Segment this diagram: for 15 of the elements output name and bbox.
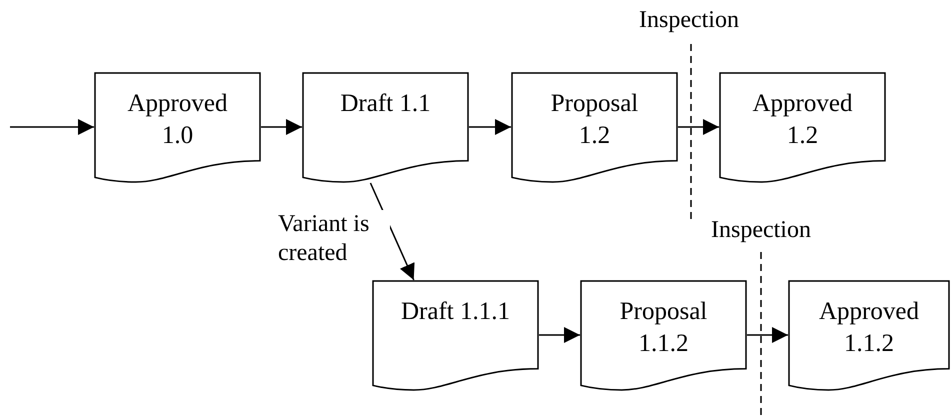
arrow: [747, 327, 788, 343]
arrow: [539, 327, 580, 343]
node-label: Draft 1.1.1: [400, 297, 511, 327]
node-label: Draft 1.1: [339, 89, 432, 119]
inspection-label: Inspection: [639, 7, 739, 33]
node-label: Approved 1.1.2: [818, 297, 920, 359]
arrow: [469, 119, 511, 135]
node-label: Proposal 1.1.2: [618, 297, 708, 359]
arrow: [678, 119, 719, 135]
node-label: Proposal 1.2: [550, 89, 640, 151]
arrow: [10, 119, 94, 135]
arrow: [261, 119, 302, 135]
node-label: Approved 1.0: [126, 89, 228, 151]
inspection-label: Inspection: [711, 217, 811, 243]
node-label: Approved 1.2: [752, 89, 854, 151]
